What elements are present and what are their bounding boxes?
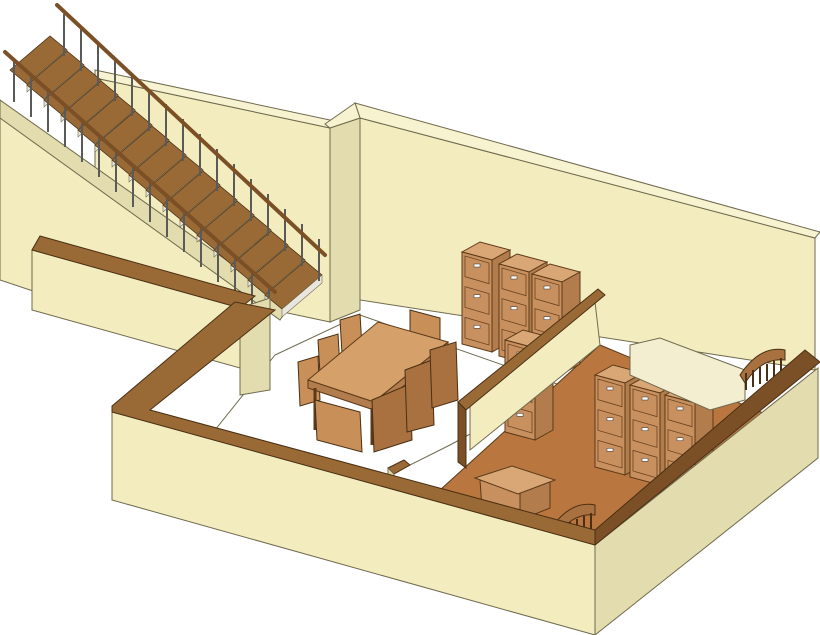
drawer-handle bbox=[473, 294, 481, 298]
front-wall-right-cap bbox=[594, 349, 820, 547]
drawer-handle bbox=[676, 406, 684, 411]
drawer-handle bbox=[543, 285, 551, 290]
drawer-handle bbox=[606, 448, 614, 452]
front-wall-right bbox=[594, 366, 819, 635]
drawer-handle bbox=[510, 306, 518, 310]
drawer-handle bbox=[606, 417, 614, 421]
divider-walls bbox=[387, 288, 606, 489]
dining-set bbox=[297, 309, 459, 453]
drawer-handle bbox=[641, 458, 649, 462]
stair-handrail-left bbox=[3, 50, 277, 294]
cabinet-drawer bbox=[464, 255, 490, 285]
drawer-handle bbox=[543, 316, 551, 320]
lectern-top bbox=[473, 465, 557, 495]
cabinet-drawer bbox=[597, 409, 623, 438]
cabinet-drawer bbox=[501, 298, 527, 327]
dining-chair bbox=[404, 359, 435, 433]
sofa bbox=[629, 337, 746, 411]
cabinet-drawer bbox=[464, 286, 490, 315]
cabinet-drawer bbox=[667, 398, 693, 428]
front-wall-left-cap bbox=[111, 301, 596, 546]
back-wall-pillar bbox=[329, 117, 361, 323]
divider-wall-post bbox=[457, 400, 467, 469]
drawer-handle bbox=[606, 386, 614, 391]
dining-chair bbox=[314, 399, 363, 453]
windsor-chair bbox=[739, 348, 786, 390]
cabinet-drawer bbox=[632, 419, 658, 448]
drawer-handle bbox=[473, 263, 481, 268]
cabinet-drawer bbox=[464, 316, 490, 346]
cabinet-drawer bbox=[632, 388, 658, 418]
drawer-handle bbox=[641, 396, 649, 401]
cabinet-drawer bbox=[534, 277, 560, 307]
cabinet-drawer bbox=[597, 378, 623, 408]
stair-handrail-right bbox=[55, 3, 327, 257]
dining-chair bbox=[429, 341, 459, 409]
dining-chair bbox=[371, 383, 413, 453]
front-walls bbox=[111, 301, 820, 635]
drawer-handle bbox=[473, 325, 481, 329]
back-wall-pillar-top bbox=[324, 102, 361, 129]
stair-riser bbox=[281, 274, 323, 318]
left-half-wall bbox=[31, 235, 271, 396]
drawer-handle bbox=[676, 437, 684, 441]
cabinet-drawer bbox=[597, 439, 623, 469]
drawer-handle bbox=[641, 427, 649, 431]
cabinet-drawer bbox=[501, 267, 527, 297]
drawer-handle bbox=[510, 275, 518, 280]
drawer-handle bbox=[516, 413, 524, 417]
